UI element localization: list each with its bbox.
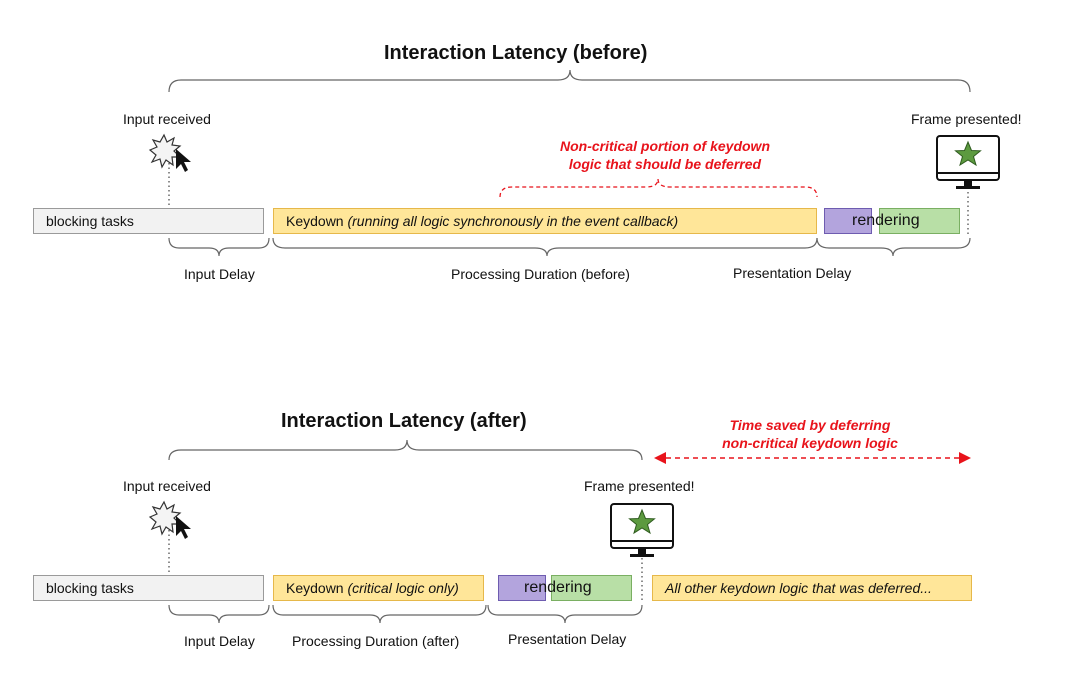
input-received-label-after: Input received [123,478,211,494]
keydown-label: Keydown [286,580,344,596]
cursor-burst-icon [148,500,191,539]
deferred-logic-bar: All other keydown logic that was deferre… [652,575,972,601]
brace-presentation-before [816,237,971,257]
blocking-tasks-bar-before: blocking tasks [33,208,264,234]
brace-input-delay-after [168,604,270,624]
frame-presented-label-before: Frame presented! [911,111,1022,127]
frame-presented-label-after: Frame presented! [584,478,695,494]
blocking-tasks-label: blocking tasks [46,580,134,596]
input-received-label-before: Input received [123,111,211,127]
input-delay-label-before: Input Delay [184,266,255,282]
rendering-bar-before [879,208,960,234]
presentation-delay-label-before: Presentation Delay [733,265,852,281]
blocking-tasks-bar-after: blocking tasks [33,575,264,601]
input-delay-label-after: Input Delay [184,633,255,649]
raf-bar-after [498,575,546,601]
brace-processing-before [272,237,818,257]
processing-duration-label-after: Processing Duration (after) [292,633,460,649]
raf-bar-before [824,208,872,234]
brace-presentation-after [487,604,643,624]
blocking-tasks-label: blocking tasks [46,213,134,229]
keydown-detail: (critical logic only) [347,580,459,596]
keydown-bar-after: Keydown (critical logic only) [273,575,484,601]
brace-input-delay-before [168,237,270,257]
rendering-label-before: rendering [852,212,920,229]
brace-non-critical [499,178,818,198]
presentation-delay-label-after: Presentation Delay [508,631,627,647]
title-after: Interaction Latency (after) [281,410,527,432]
cursor-burst-icon [148,133,191,172]
brace-processing-after [272,604,487,624]
rendering-bar-after [551,575,632,601]
deferred-logic-label: All other keydown logic that was deferre… [665,580,932,596]
deferred-annotation-line1: Non-critical portion of keydown [559,138,770,154]
deferred-annotation: Non-critical portion of keydown logic th… [540,137,790,173]
deferred-annotation-line2: logic that should be deferred [568,156,762,172]
monitor-star-icon [610,503,674,557]
brace-interaction-after [168,439,643,461]
monitor-star-icon [936,135,1000,189]
processing-duration-label-before: Processing Duration (before) [451,266,630,282]
time-saved-line1: Time saved by deferring [729,417,891,433]
time-saved-line2: non-critical keydown logic [722,435,898,451]
time-saved-annotation: Time saved by deferring non-critical key… [690,416,930,452]
title-before: Interaction Latency (before) [384,42,648,64]
brace-interaction-before [168,69,971,93]
keydown-label: Keydown [286,213,344,229]
rendering-label-after: rendering [524,579,592,596]
keydown-bar-before: Keydown (running all logic synchronously… [273,208,817,234]
keydown-detail: (running all logic synchronously in the … [347,213,679,229]
